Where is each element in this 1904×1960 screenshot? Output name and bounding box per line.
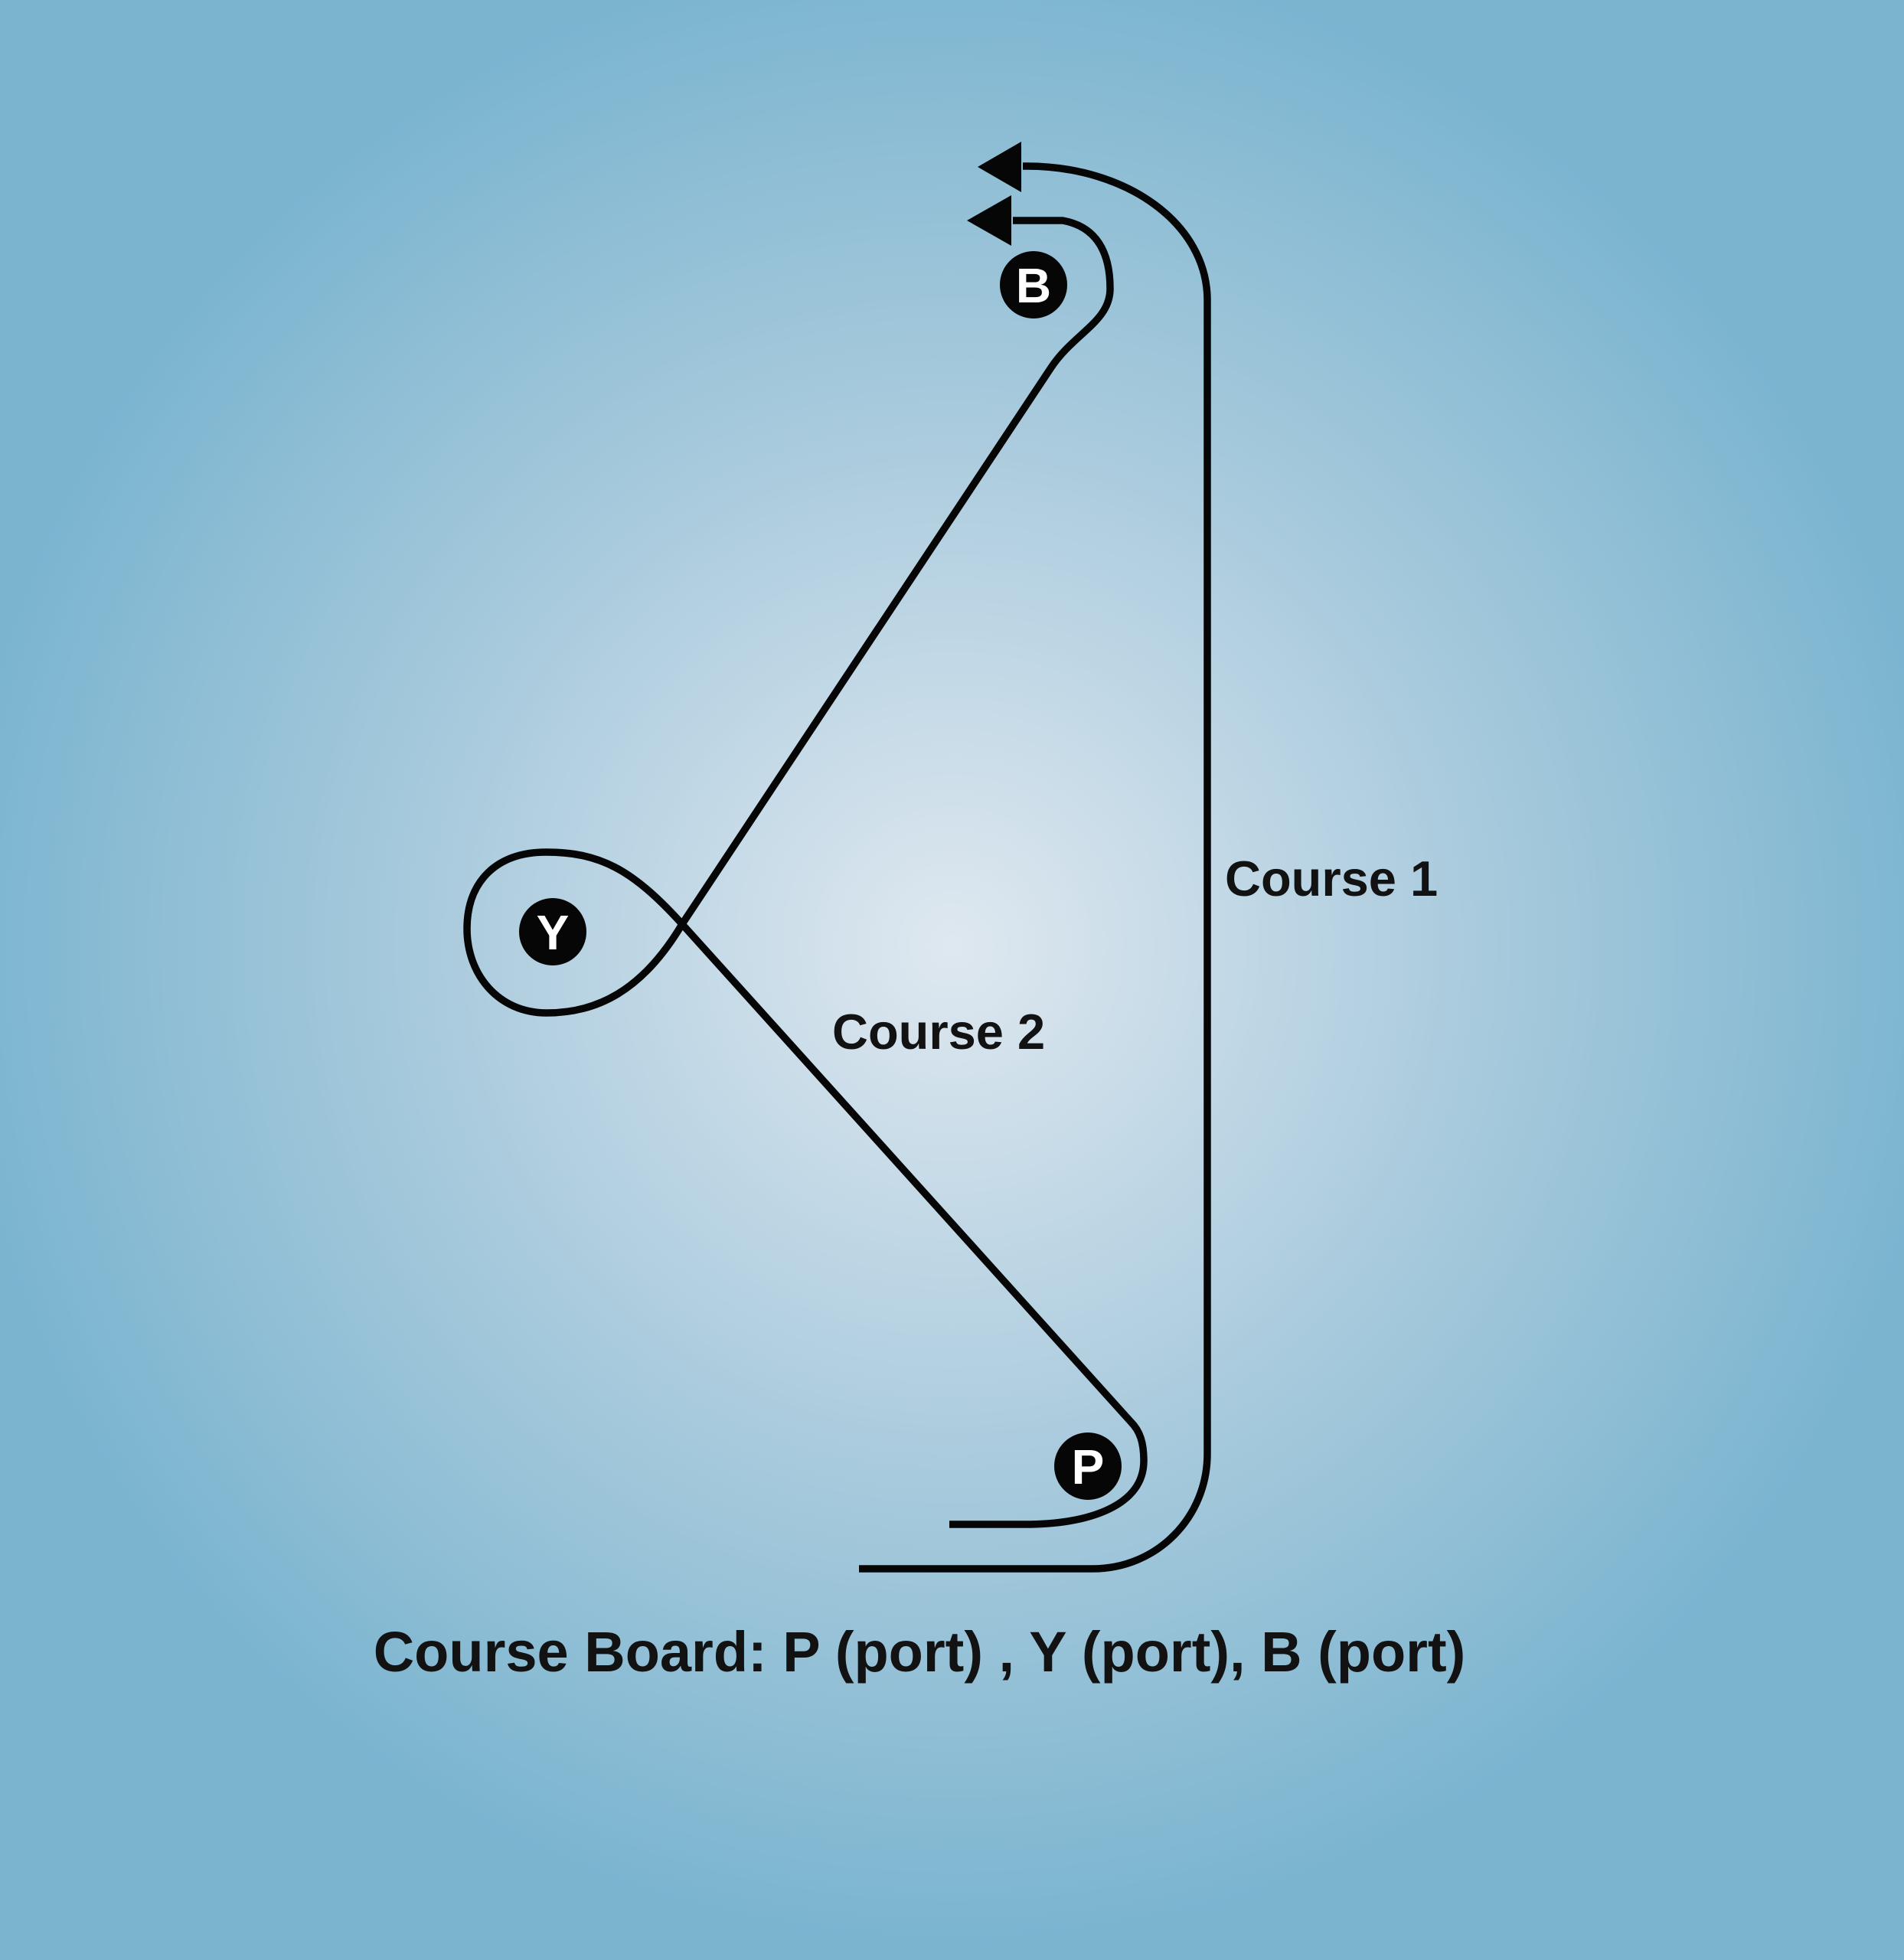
course-1-label: Course 1 xyxy=(1225,851,1438,906)
mark-y-label: Y xyxy=(537,905,570,960)
mark-b-label: B xyxy=(1016,258,1051,313)
mark-y-circle xyxy=(519,898,586,965)
mark-p-circle xyxy=(1054,1432,1122,1500)
course-2-arrowhead-icon xyxy=(967,195,1011,246)
mark-b-circle xyxy=(1000,251,1067,318)
course-2-label: Course 2 xyxy=(832,1004,1045,1060)
course-2-path xyxy=(463,217,1148,1528)
course-1-arrowhead-icon xyxy=(978,142,1021,192)
course-1-path xyxy=(859,162,1211,1573)
mark-p-label: P xyxy=(1072,1439,1105,1494)
course-board-caption: Course Board: P (port) , Y (port), B (po… xyxy=(374,1620,1466,1684)
